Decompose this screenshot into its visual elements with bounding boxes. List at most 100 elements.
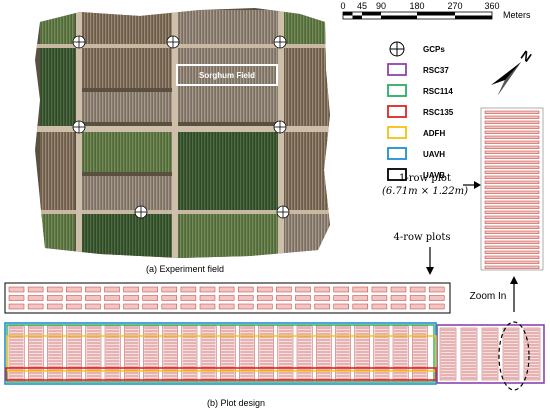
one-row-plot xyxy=(484,240,540,244)
gcp-marker-icon xyxy=(166,35,180,49)
one-row-plot xyxy=(484,265,540,269)
scale-unit: Meters xyxy=(503,10,531,20)
four-row-plot xyxy=(161,295,178,301)
plot-block xyxy=(162,325,179,383)
plot-block xyxy=(143,325,159,383)
four-row-plots-label: 4-row plots xyxy=(393,232,450,243)
four-row-plot xyxy=(104,286,120,293)
four-row-plot xyxy=(218,295,235,301)
legend-label-uavh: UAVH xyxy=(423,150,445,159)
legend-item-rsc135: RSC135 xyxy=(387,105,454,118)
one-row-plot xyxy=(484,220,540,224)
plot-block xyxy=(104,325,121,383)
four-row-plot xyxy=(295,286,311,293)
four-row-plot xyxy=(371,286,388,293)
four-row-plot xyxy=(371,303,388,310)
four-row-plot xyxy=(333,303,349,310)
one-row-plot xyxy=(484,140,540,144)
four-row-plot xyxy=(352,286,369,293)
legend: GCPs RSC37 RSC114 RSC135 ADFH UAVH UAVB xyxy=(387,41,454,181)
four-row-plot xyxy=(352,303,369,310)
one-row-plot-dims: (6.71m × 1.22m) xyxy=(382,186,468,197)
gcp-marker-icon xyxy=(276,205,290,219)
one-row-plot xyxy=(484,185,540,189)
north-arrow: N xyxy=(491,47,534,95)
plot-block xyxy=(258,325,275,383)
legend-swatch-adfh xyxy=(387,126,407,139)
four-row-plot xyxy=(123,303,139,310)
scale-bar: 0 45 90 180 270 360 Meters xyxy=(340,1,531,20)
four-row-plot xyxy=(390,303,407,310)
plot-block xyxy=(373,325,390,383)
four-row-plot xyxy=(104,295,120,301)
four-row-plot xyxy=(428,295,445,301)
four-row-plot xyxy=(352,295,369,301)
one-row-plot xyxy=(484,190,540,194)
scale-tick-360: 360 xyxy=(484,1,499,11)
four-row-plot xyxy=(409,295,426,301)
one-row-plot xyxy=(484,235,540,239)
legend-item-rsc37: RSC37 xyxy=(387,63,449,76)
four-row-plot xyxy=(66,295,82,301)
one-row-plot xyxy=(484,255,540,259)
four-row-plot xyxy=(428,286,445,293)
four-row-plot xyxy=(314,295,330,301)
legend-swatch-rsc114 xyxy=(387,84,407,97)
legend-swatch-rsc37 xyxy=(387,63,407,76)
four-row-plot xyxy=(27,303,44,310)
four-row-plot xyxy=(199,303,216,310)
legend-label-rsc135: RSC135 xyxy=(423,108,454,117)
one-row-plot xyxy=(484,250,540,254)
one-row-plot xyxy=(484,110,540,114)
four-row-plot xyxy=(27,286,44,293)
four-row-plot xyxy=(257,295,273,301)
one-row-plot xyxy=(484,230,540,234)
plot-design-layout xyxy=(4,321,545,391)
gcp-marker-icon xyxy=(72,35,86,49)
four-row-plot xyxy=(257,286,273,293)
four-row-plot xyxy=(409,286,426,293)
sorghum-field-box: Sorghum Field xyxy=(176,64,278,86)
four-row-plot xyxy=(46,295,63,301)
legend-swatch-uavh xyxy=(387,147,407,160)
plot-block xyxy=(181,325,198,383)
four-row-plot-strip xyxy=(4,282,451,314)
plot-block xyxy=(316,325,332,383)
four-row-plot xyxy=(66,286,82,293)
one-row-plot xyxy=(484,125,540,129)
plot-block xyxy=(47,325,63,383)
four-row-plot xyxy=(218,303,235,310)
scale-tick-45: 45 xyxy=(357,1,367,11)
gcp-legend-icon xyxy=(389,41,405,57)
plot-block xyxy=(412,325,428,383)
four-row-plot xyxy=(333,286,349,293)
one-row-plot xyxy=(484,130,540,134)
one-row-plot xyxy=(484,160,540,164)
four-row-plot xyxy=(218,286,235,293)
plot-block xyxy=(200,325,217,383)
plot-block xyxy=(8,325,25,383)
one-row-plot xyxy=(484,260,540,264)
one-row-plot xyxy=(484,210,540,214)
scale-tick-0: 0 xyxy=(340,1,345,11)
four-row-plot xyxy=(85,286,101,293)
plot-block xyxy=(354,325,371,383)
four-row-plot xyxy=(27,295,44,301)
one-row-plot xyxy=(484,200,540,204)
region-rsc37 xyxy=(436,324,545,384)
four-row-plot xyxy=(390,295,407,301)
one-row-plot xyxy=(484,145,540,149)
four-row-plot xyxy=(314,286,330,293)
four-row-plot xyxy=(46,286,63,293)
zoom-ellipse xyxy=(498,321,530,391)
four-row-plot xyxy=(46,303,63,310)
four-row-plot xyxy=(199,286,216,293)
legend-item-rsc114: RSC114 xyxy=(387,84,453,97)
one-row-plot xyxy=(484,115,540,119)
one-row-plot xyxy=(484,165,540,169)
four-row-plot xyxy=(8,295,25,301)
four-row-plot xyxy=(257,303,273,310)
four-row-plot xyxy=(123,295,139,301)
four-row-plot xyxy=(8,286,25,293)
